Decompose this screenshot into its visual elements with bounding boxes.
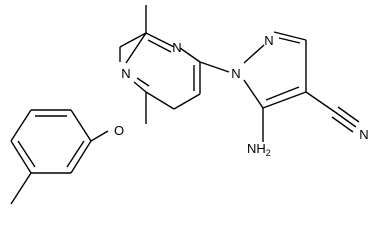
bond-n1-c2-c	[119, 32, 147, 48]
molecule-drawing: N N O N N NH2 N	[10, 5, 369, 205]
atom-amino: NH2	[247, 141, 271, 158]
bond-cn-triple-c	[331, 116, 354, 133]
bond-n1-n2	[243, 44, 265, 64]
bond-tolyl-methyl	[10, 172, 32, 205]
bond-c5p-n1	[243, 79, 264, 109]
atom-labels: N N O N N NH2 N	[114, 33, 369, 158]
bond-ar3-ar4	[10, 109, 32, 142]
bond-c2-n3	[145, 32, 175, 48]
bond-n1-c2	[125, 32, 147, 64]
atom-n-pyrazole-left: N	[231, 66, 240, 81]
bond-cn-triple-b	[337, 106, 360, 123]
bond-ar6-ar1	[70, 140, 92, 174]
chemical-structure: N N O N N NH2 N	[10, 5, 369, 205]
bond-ar4-ar5	[10, 140, 32, 174]
atom-n-pyrazole-top: N	[264, 33, 273, 48]
bond-c6-n1-inner	[136, 77, 150, 87]
bond-c4-c5p	[262, 91, 307, 109]
amino-subscript: 2	[266, 148, 271, 158]
bond-n2-c3	[273, 31, 307, 41]
bond-pyrimidine-pyrazole	[199, 61, 230, 73]
bond-c6-c6a	[145, 91, 175, 110]
amino-nh: NH	[247, 141, 266, 156]
atom-n-pyrimidine-left: N	[121, 66, 130, 81]
bond-c2-n3-inner	[147, 39, 172, 53]
bond-ar1-ar2	[70, 109, 92, 142]
bond-n3-c4	[179, 47, 201, 63]
bond-c4-cn	[305, 91, 336, 113]
bonds	[10, 5, 360, 205]
bond-ar4-ar5-inner	[17, 140, 36, 168]
atom-o-ether: O	[114, 123, 124, 138]
bond-c5-c6	[173, 93, 201, 110]
bond-n2-c3-inner	[278, 37, 301, 44]
bond-c6-n1	[133, 81, 147, 93]
atom-n-pyrimidine-top: N	[172, 40, 181, 55]
bond-cn-triple-a	[334, 111, 357, 128]
bond-o-aryl	[90, 130, 109, 142]
atom-n-nitrile: N	[359, 127, 368, 142]
bond-ar6-ar1-inner	[66, 140, 85, 168]
bond-c4-c5p-inner	[265, 86, 300, 101]
